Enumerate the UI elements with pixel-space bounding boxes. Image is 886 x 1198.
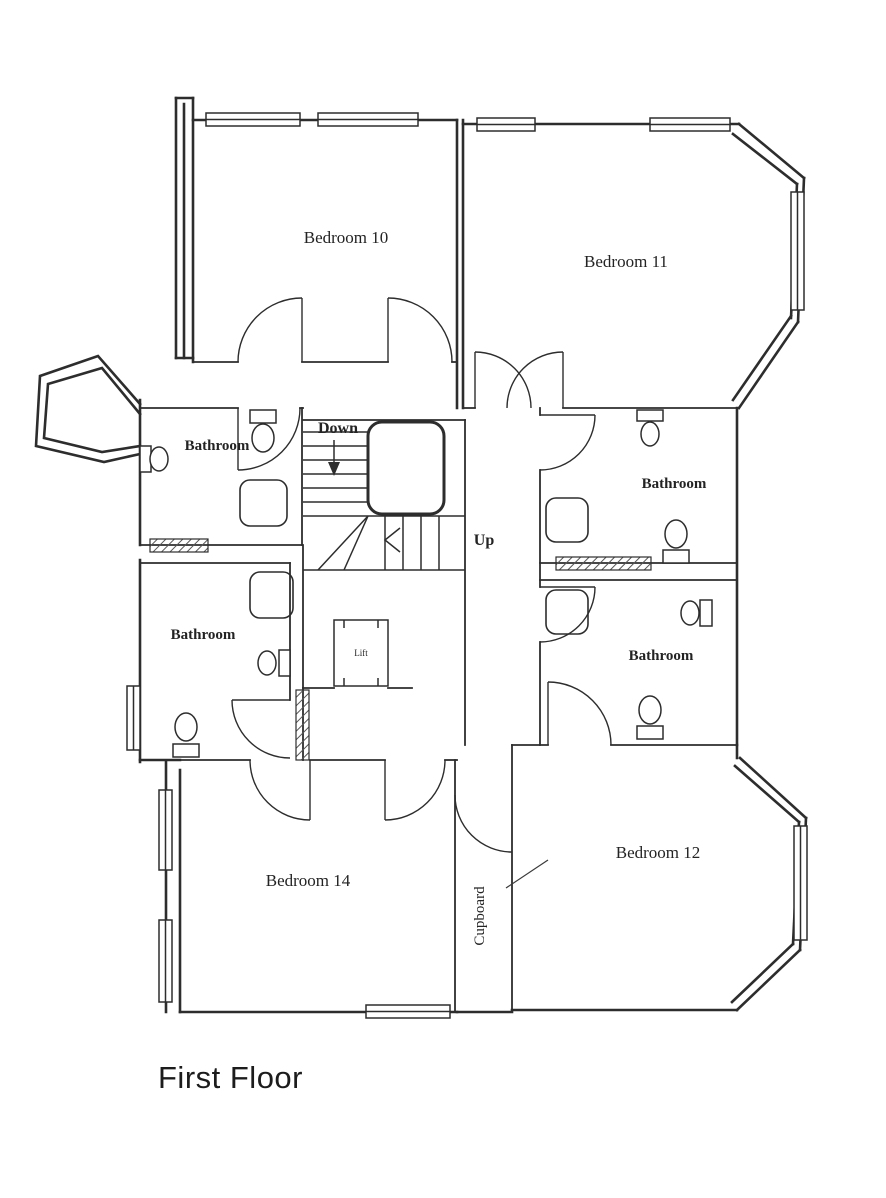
radiator-icon xyxy=(249,571,294,619)
cupboard-label: Cupboard xyxy=(472,886,488,946)
window xyxy=(793,825,808,941)
stairwell-void xyxy=(366,420,446,516)
fixtures xyxy=(139,409,713,758)
sink-icon xyxy=(139,445,169,473)
window xyxy=(205,112,301,127)
bedroom-12-label: Bedroom 12 xyxy=(616,843,701,862)
door-arc xyxy=(384,759,446,821)
door-arc xyxy=(506,351,564,409)
door-arc xyxy=(539,414,596,471)
lift-label: Lift xyxy=(354,648,368,658)
window xyxy=(317,112,419,127)
doors xyxy=(231,297,612,853)
window xyxy=(126,685,141,751)
wall-hatch xyxy=(149,538,209,553)
wall-hatches xyxy=(149,538,652,761)
toilet-icon xyxy=(249,409,277,453)
toilet-icon xyxy=(636,695,664,740)
radiator-icon xyxy=(545,497,589,543)
door-arc xyxy=(454,794,513,853)
windows xyxy=(126,112,808,1019)
door-arc xyxy=(547,681,612,746)
bathroom-lower-right-label: Bathroom xyxy=(629,648,694,664)
radiator-icon xyxy=(545,589,589,635)
sink-icon xyxy=(680,599,713,627)
bedroom-11-label: Bedroom 11 xyxy=(584,252,668,271)
page-title: First Floor xyxy=(158,1060,303,1095)
radiator-icon xyxy=(239,479,288,527)
sink-icon xyxy=(636,409,664,447)
down-arrow-icon xyxy=(328,440,340,476)
toilet-icon xyxy=(172,712,200,758)
staircase xyxy=(303,420,465,571)
bathroom-upper-left-label: Bathroom xyxy=(185,438,250,454)
door-arc xyxy=(539,586,596,643)
lift-shaft xyxy=(333,619,389,687)
interior-walls xyxy=(139,361,740,1013)
radiators xyxy=(239,479,589,635)
up-arrow-icon xyxy=(383,527,401,553)
door-arc xyxy=(249,759,311,821)
door-arc xyxy=(231,699,291,759)
door-arc xyxy=(474,351,532,409)
door-arc xyxy=(387,297,453,363)
bathroom-upper-right-label: Bathroom xyxy=(642,476,707,492)
window xyxy=(158,789,173,871)
window xyxy=(158,919,173,1003)
window xyxy=(790,191,805,311)
pencil-mark xyxy=(505,859,549,889)
sink-icon xyxy=(257,649,291,677)
stairs-down-label: Down xyxy=(318,420,358,437)
wall-hatch xyxy=(295,689,310,761)
window xyxy=(365,1004,451,1019)
door-arc xyxy=(237,297,303,363)
bathroom-lower-left-label: Bathroom xyxy=(171,627,236,643)
wall-hatch xyxy=(555,556,652,571)
stairs-up-label: Up xyxy=(474,532,495,549)
bedroom-14-label: Bedroom 14 xyxy=(266,871,351,890)
door-arc xyxy=(237,407,301,471)
bedroom-10-label: Bedroom 10 xyxy=(304,228,389,247)
window xyxy=(649,117,731,132)
toilet-icon xyxy=(662,519,690,564)
window xyxy=(476,117,536,132)
